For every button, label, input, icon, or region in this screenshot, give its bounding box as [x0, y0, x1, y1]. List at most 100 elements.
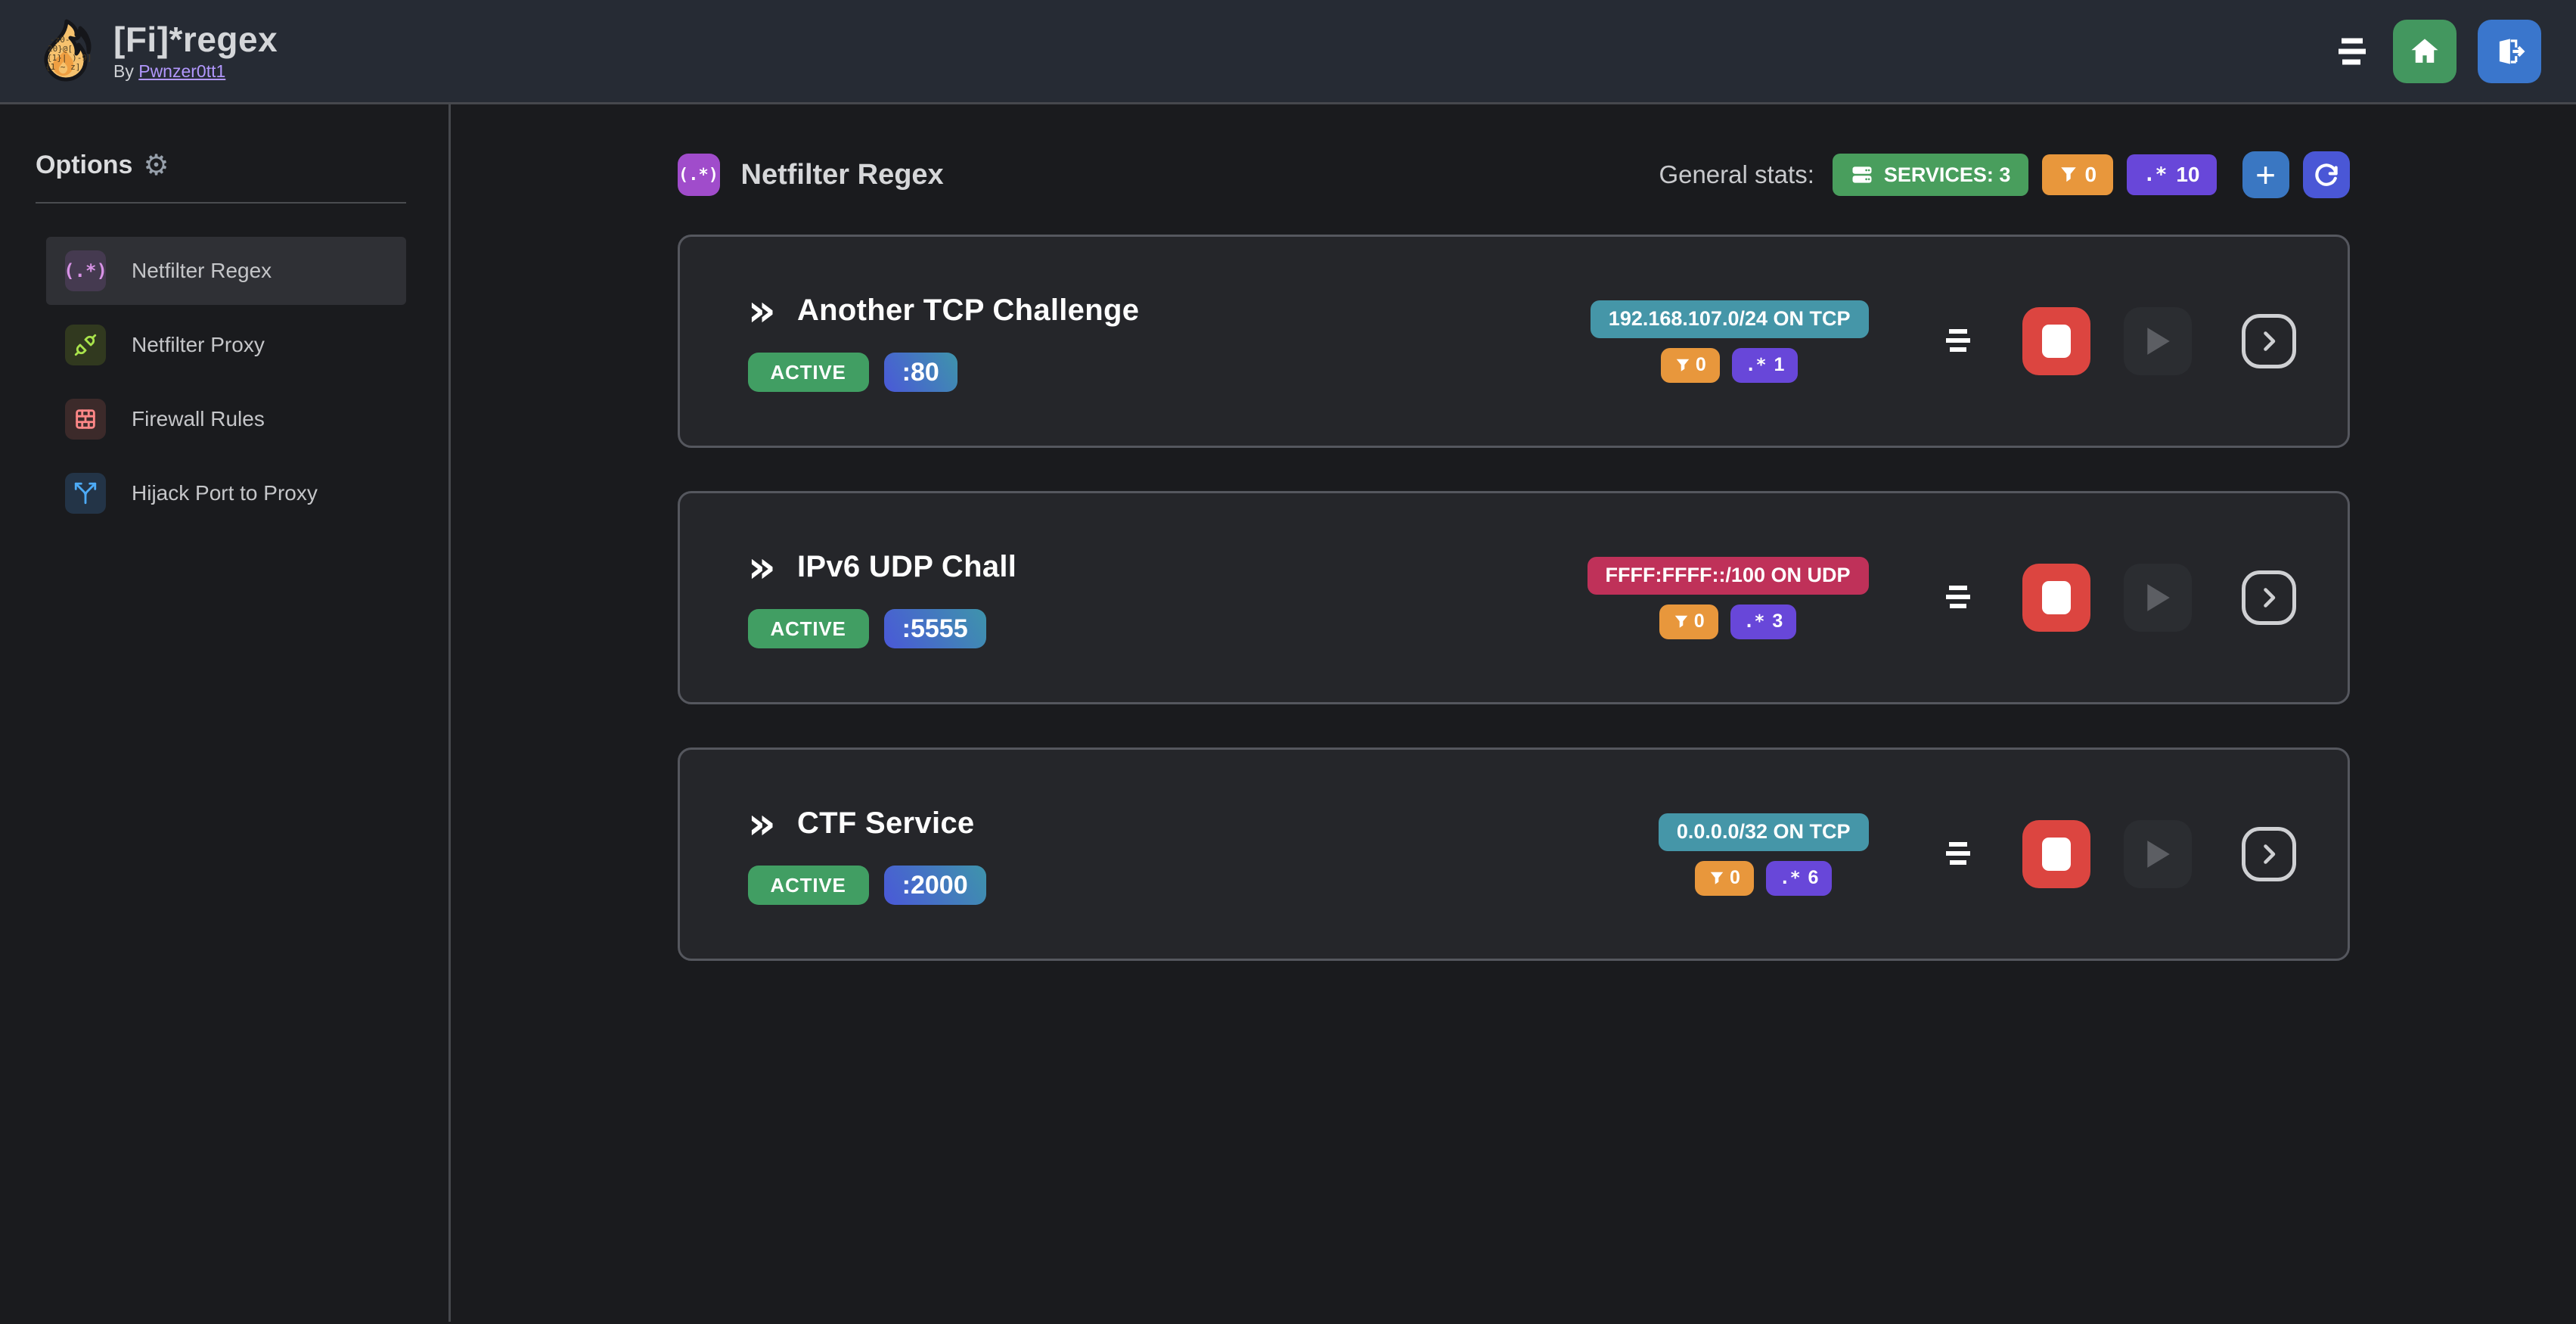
refresh-button[interactable] [2302, 151, 2350, 198]
home-button[interactable] [2393, 19, 2457, 83]
options-sidebar: Options ⚙ (.*) Netfilter Regex Netfilter… [0, 104, 451, 1322]
server-icon [1852, 166, 1872, 183]
author-link[interactable]: Pwnzer0tt1 [138, 61, 226, 82]
status-badge: ACTIVE [747, 866, 869, 906]
regex-glyph-icon: .* [2143, 163, 2168, 186]
main-panel: (.*) Netfilter Regex General stats: SERV… [451, 104, 2576, 1322]
regexes-count-label: 10 [2176, 163, 2200, 186]
filters-count-label: 0 [2084, 163, 2097, 186]
double-chevron-icon: » [747, 540, 776, 592]
home-icon [2411, 38, 2438, 63]
regexes-count-badge: .* 10 [2127, 154, 2217, 195]
sidebar-menu: (.*) Netfilter Regex Netfilter Proxy [46, 237, 406, 527]
filters-count-badge: 0 [1660, 347, 1720, 383]
sidebar-title: Options [36, 151, 133, 179]
open-service-button[interactable] [2241, 570, 2296, 625]
play-icon [2146, 584, 2170, 611]
address-badge: 192.168.107.0/24 ON TCP [1590, 300, 1869, 338]
port-badge: :2000 [883, 866, 986, 906]
svg-text:{1 ~ z]: {1 ~ z] [45, 62, 80, 72]
status-badge: ACTIVE [747, 353, 869, 393]
sidebar-header: Options ⚙ [36, 148, 406, 182]
gear-icon: ⚙ [143, 150, 169, 182]
regexes-count-badge: .* 1 [1731, 347, 1799, 383]
open-service-button[interactable] [2241, 314, 2296, 368]
service-card: » Another TCP Challenge ACTIVE :80 192.1… [677, 235, 2350, 448]
port-badge: :80 [883, 353, 957, 393]
chevron-right-icon [2263, 331, 2275, 351]
stats-label: General stats: [1659, 160, 1814, 188]
stop-icon [2041, 581, 2071, 614]
service-menu-icon[interactable] [1941, 583, 1975, 613]
sidebar-item-netfilter-regex[interactable]: (.*) Netfilter Regex [46, 237, 406, 305]
regex-glyph-icon: .* [1743, 611, 1765, 632]
status-badge: ACTIVE [747, 609, 869, 649]
play-icon [2146, 841, 2170, 868]
start-service-button[interactable] [2123, 307, 2192, 375]
regex-icon: (.*) [64, 250, 107, 291]
stop-service-button[interactable] [2022, 820, 2090, 888]
start-service-button[interactable] [2123, 564, 2192, 632]
firegex-flame-logo: -z0- 20}@[ {1}| )-9] {1 ~ z] [44, 19, 92, 81]
regex-glyph-icon: .* [1779, 868, 1801, 888]
sidebar-item-label: Hijack Port to Proxy [132, 481, 318, 505]
split-arrows-icon [65, 473, 106, 514]
top-navbar: -z0- 20}@[ {1}| )-9] {1 ~ z] [Fi]*regex … [0, 0, 2576, 104]
stop-service-button[interactable] [2022, 307, 2090, 375]
regex-glyph-icon: .* [1745, 355, 1767, 375]
filter-icon [1710, 872, 1724, 884]
section-title: Netfilter Regex [740, 158, 944, 191]
logout-button[interactable] [2478, 19, 2541, 83]
regexes-count-label: 6 [1808, 867, 1819, 888]
stop-service-button[interactable] [2022, 564, 2090, 632]
service-stats: 192.168.107.0/24 ON TCP 0 .* 1 [1590, 300, 1869, 383]
service-stats: 0.0.0.0/32 ON TCP 0 .* 6 [1658, 813, 1869, 896]
section-header: (.*) Netfilter Regex General stats: SERV… [677, 151, 2350, 198]
chevron-right-icon [2263, 588, 2275, 608]
filter-icon [1674, 615, 1687, 628]
brand: -z0- 20}@[ {1}| )-9] {1 ~ z] [Fi]*regex … [35, 19, 278, 84]
filters-count-label: 0 [1693, 611, 1705, 632]
sidebar-item-hijack-port[interactable]: Hijack Port to Proxy [46, 459, 406, 527]
navbar-actions [2332, 19, 2541, 83]
filters-count-badge: 0 [2042, 154, 2114, 195]
filter-icon [2061, 167, 2077, 182]
regexes-count-label: 3 [1772, 611, 1783, 632]
stop-icon [2041, 325, 2071, 358]
brick-wall-icon [65, 399, 106, 440]
sidebar-item-label: Netfilter Regex [132, 259, 272, 282]
filters-count-label: 0 [1729, 867, 1740, 888]
address-badge: 0.0.0.0/32 ON TCP [1658, 813, 1869, 851]
double-chevron-icon: » [747, 284, 776, 336]
start-service-button[interactable] [2123, 820, 2192, 888]
filters-count-badge: 0 [1694, 860, 1754, 896]
svg-text:{1}| )-9]: {1}| )-9] [47, 53, 92, 63]
svg-text:20}@[: 20}@[ [48, 44, 73, 54]
general-stats: General stats: SERVICES: 3 [1659, 151, 2350, 198]
service-menu-icon[interactable] [1941, 326, 1975, 356]
services-count-label: SERVICES: 3 [1883, 163, 2011, 186]
service-name: CTF Service [796, 806, 975, 840]
open-service-button[interactable] [2241, 827, 2296, 881]
sidebar-item-firewall-rules[interactable]: Firewall Rules [46, 385, 406, 453]
service-card: » CTF Service ACTIVE :2000 0.0.0.0/32 ON… [677, 747, 2350, 961]
menu-icon[interactable] [2332, 35, 2372, 68]
byline: By Pwnzer0tt1 [113, 61, 278, 82]
regexes-count-badge: .* 6 [1765, 860, 1833, 896]
refresh-icon [2314, 163, 2338, 186]
service-menu-icon[interactable] [1941, 839, 1975, 869]
double-chevron-icon: » [747, 797, 776, 849]
services-count-badge: SERVICES: 3 [1832, 154, 2029, 196]
brand-text: [Fi]*regex By Pwnzer0tt1 [113, 20, 278, 82]
sidebar-item-label: Firewall Rules [132, 407, 265, 430]
play-icon [2146, 328, 2170, 355]
sidebar-item-netfilter-proxy[interactable]: Netfilter Proxy [46, 311, 406, 379]
app-title: [Fi]*regex [113, 19, 278, 59]
svg-text:-z0-: -z0- [50, 35, 70, 45]
add-service-button[interactable]: + [2242, 151, 2289, 198]
plug-icon [65, 325, 106, 365]
sidebar-divider [36, 202, 406, 204]
regexes-count-label: 1 [1774, 354, 1785, 375]
filter-icon [1676, 359, 1690, 371]
byline-prefix: By [113, 61, 139, 82]
